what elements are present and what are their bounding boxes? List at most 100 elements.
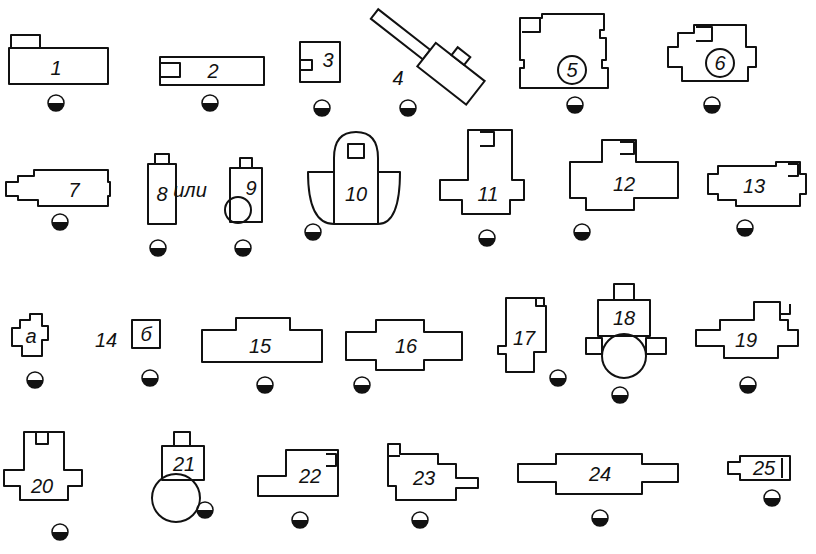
outline-svg xyxy=(148,430,210,524)
support-circle xyxy=(235,240,251,256)
part-number: 3 xyxy=(322,50,333,70)
support-circle xyxy=(48,95,64,111)
part-number: 8 xyxy=(156,184,167,204)
outline-circle xyxy=(706,49,734,77)
support-half xyxy=(142,378,158,386)
support-circle xyxy=(764,490,780,506)
part-outline: 13 xyxy=(706,160,808,210)
support-circle xyxy=(412,512,428,528)
outline-svg xyxy=(298,40,344,86)
support-circle xyxy=(314,100,330,116)
part-number: 25 xyxy=(753,458,775,478)
part-number: 23 xyxy=(413,468,435,488)
part-outline: 15 xyxy=(200,316,324,364)
outline-path xyxy=(202,318,322,362)
outline-path xyxy=(440,130,524,214)
support-half xyxy=(27,380,43,388)
support-circle xyxy=(305,224,321,240)
outline-svg xyxy=(438,128,528,218)
outline-svg xyxy=(256,448,340,500)
outline-path xyxy=(308,132,400,224)
part-outline: 16 xyxy=(344,316,464,372)
part-number: 6 xyxy=(714,53,725,73)
part-outline: 20 xyxy=(2,430,86,516)
part-outline: 3 xyxy=(298,40,344,86)
part-number: 5 xyxy=(566,60,577,80)
support-half xyxy=(354,385,370,393)
outline-circle xyxy=(152,474,200,522)
part-outline: 17 xyxy=(494,296,548,374)
outline-path xyxy=(498,298,546,372)
part-number: 12 xyxy=(613,174,635,194)
support-circle xyxy=(550,370,566,386)
part-number: 20 xyxy=(31,476,53,496)
part-outline: 21 xyxy=(148,430,210,524)
outline-path xyxy=(162,432,204,480)
support-half xyxy=(550,378,566,386)
part-outline: а xyxy=(10,312,50,358)
part-outline: 10 xyxy=(304,128,404,228)
part-outline: 18 xyxy=(584,282,668,380)
support-half xyxy=(737,228,753,236)
outline-path xyxy=(258,450,338,496)
support-circle xyxy=(27,372,43,388)
part-outline: 24 xyxy=(516,448,680,498)
outline-svg xyxy=(664,15,764,90)
support-circle xyxy=(202,95,218,111)
outline-circle xyxy=(225,197,251,223)
outline-path xyxy=(708,162,806,206)
support-half xyxy=(235,248,251,256)
outline-svg xyxy=(516,12,612,92)
part-number: 21 xyxy=(173,454,195,474)
support-circle xyxy=(612,387,628,403)
part-number: 10 xyxy=(345,184,367,204)
support-circle xyxy=(142,370,158,386)
outline-circle xyxy=(602,334,646,378)
part-outline: 6 xyxy=(664,15,764,90)
support-half xyxy=(48,103,64,111)
support-symbols xyxy=(27,95,780,540)
support-half xyxy=(574,232,590,240)
part-outline: 12 xyxy=(568,138,682,214)
part-outline: б xyxy=(130,318,162,350)
outline-svg xyxy=(304,128,404,228)
support-half xyxy=(567,105,583,113)
support-circle xyxy=(737,220,753,236)
outline-path xyxy=(520,14,608,88)
outline-svg xyxy=(584,282,668,380)
part-number: 24 xyxy=(589,464,611,484)
outline-path xyxy=(230,158,262,222)
part-number: б xyxy=(140,324,151,344)
support-circle xyxy=(400,100,416,116)
part-number: 1 xyxy=(50,58,61,78)
support-circle xyxy=(52,214,68,230)
part-outline: 23 xyxy=(386,442,482,504)
part-number: 17 xyxy=(513,328,535,348)
callout-number: 14 xyxy=(95,330,117,350)
outline-svg xyxy=(222,152,266,226)
part-number: 16 xyxy=(395,336,417,356)
part-number: 22 xyxy=(299,466,321,486)
part-outline: 11 xyxy=(438,128,528,218)
outline-svg xyxy=(2,430,86,516)
outline-path xyxy=(518,454,678,494)
support-circle xyxy=(567,97,583,113)
outline-path xyxy=(570,140,678,210)
support-half xyxy=(400,108,416,116)
part-number: 13 xyxy=(743,176,765,196)
support-half xyxy=(764,498,780,506)
part-number: 15 xyxy=(249,336,271,356)
part-outline: 9 xyxy=(222,152,266,226)
support-circle xyxy=(52,524,68,540)
callout-number: 4 xyxy=(392,68,403,88)
support-half xyxy=(412,520,428,528)
support-half xyxy=(740,385,756,393)
support-circle xyxy=(574,224,590,240)
part-number: а xyxy=(25,326,36,346)
outline-path xyxy=(728,456,790,480)
outline-path xyxy=(300,42,340,82)
outline-path xyxy=(696,302,798,358)
part-outline: 25 xyxy=(726,452,794,486)
support-half xyxy=(52,222,68,230)
support-circle xyxy=(479,230,495,246)
